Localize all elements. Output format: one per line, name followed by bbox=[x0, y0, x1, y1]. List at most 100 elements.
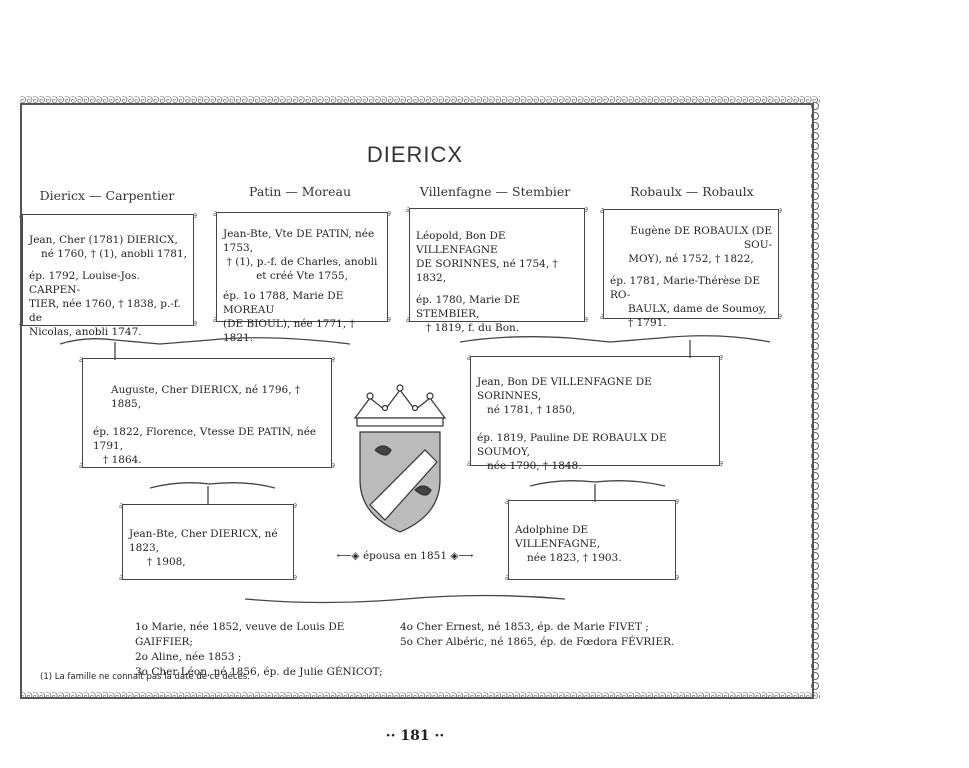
swirl-corner-icon bbox=[811, 302, 819, 310]
ancestor-box-patin: Jean-Bte, Vte DE PATIN, née 1753, † (1),… bbox=[213, 209, 391, 344]
swirl-corner-icon bbox=[811, 522, 819, 530]
heading-diericx-carpentier: Diericx — Carpentier bbox=[39, 188, 175, 203]
child-line: 5o Cher Albéric, né 1865, ép. de Fœdora … bbox=[400, 636, 675, 648]
ancestor-line: Jean-Bte, Vte DE PATIN, née 1753, bbox=[223, 228, 375, 254]
swirl-corner-icon: ∂ bbox=[79, 355, 84, 364]
marriage-text: épousa en 1851 bbox=[362, 550, 448, 562]
swirl-corner-icon bbox=[811, 102, 819, 110]
swirl-corner-icon: ∂ bbox=[330, 355, 335, 364]
swirl-corner-icon bbox=[811, 652, 819, 660]
swirl-corner-icon bbox=[811, 262, 819, 270]
swirl-corner-icon bbox=[811, 322, 819, 330]
ancestor-line: Nicolas, anobli 1747. bbox=[29, 326, 142, 338]
footnote: (1) La famille ne connaît pas la date de… bbox=[40, 672, 250, 682]
right-ornamental-border: /* placeholder, drawn by script below */ bbox=[811, 102, 819, 690]
swirl-corner-icon bbox=[811, 622, 819, 630]
children-right: 4o Cher Ernest, né 1853, ép. de Marie FI… bbox=[400, 620, 680, 650]
connector-left bbox=[60, 337, 351, 360]
swirl-corner-icon: ∂ bbox=[406, 205, 411, 214]
ancestor-line: et créé Vte 1755, bbox=[256, 270, 348, 282]
arrow-right-icon: ◈⟶ bbox=[450, 550, 474, 562]
child-line: 3o Cher Léon, né 1856, ép. de Julie GÉNI… bbox=[135, 666, 383, 678]
swirl-corner-icon bbox=[811, 362, 819, 370]
spouse-line: † 1908, bbox=[147, 556, 186, 568]
swirl-corner-icon: ∂ bbox=[777, 206, 782, 215]
swirl-corner-icon bbox=[811, 612, 819, 620]
swirl-corner-icon bbox=[811, 672, 819, 680]
connector-right bbox=[460, 335, 771, 358]
swirl-corner-icon bbox=[811, 142, 819, 150]
swirl-corner-icon bbox=[811, 352, 819, 360]
swirl-corner-icon: ∂ bbox=[292, 573, 297, 582]
parent-line: ép. 1819, Pauline DE ROBAULX DE SOUMOY, bbox=[477, 432, 667, 458]
connector-gen3-left bbox=[150, 482, 276, 504]
ancestor-line: ép. 1781, Marie-Thérèse DE RO- bbox=[610, 275, 761, 301]
heading-patin-moreau: Patin — Moreau bbox=[248, 184, 352, 199]
swirl-corner-icon bbox=[811, 202, 819, 210]
ancestor-line: Eugène DE ROBAULX (DE SOU- bbox=[630, 225, 772, 251]
swirl-corner-icon: ∂ bbox=[583, 205, 588, 214]
page-title: DIERICX bbox=[366, 142, 464, 167]
ancestor-line: né 1760, † (1), anobli 1781, bbox=[40, 248, 187, 260]
swirl-corner-icon bbox=[811, 122, 819, 130]
swirl-corner-icon bbox=[811, 462, 819, 470]
ancestor-line: † 1791. bbox=[628, 317, 667, 329]
swirl-corner-icon bbox=[811, 212, 819, 220]
spouse-line: Adolphine DE VILLENFAGNE, bbox=[515, 524, 601, 550]
parent-line: Jean, Bon DE VILLENFAGNE DE SORINNES, bbox=[477, 376, 652, 402]
parent-line: Auguste, Cher DIERICX, né 1796, † 1885, bbox=[111, 384, 301, 410]
child-line: 4o Cher Ernest, né 1853, ép. de Marie FI… bbox=[400, 621, 649, 633]
swirl-corner-icon: ∂ bbox=[192, 211, 197, 220]
swirl-corner-icon: ∂ bbox=[119, 573, 124, 582]
page-number-ornament-left: ·· bbox=[385, 728, 396, 744]
ancestor-box-villenfagne: Léopold, Bon DE VILLENFAGNE DE SORINNES,… bbox=[406, 205, 588, 334]
swirl-corner-icon bbox=[811, 312, 819, 320]
swirl-corner-icon bbox=[811, 162, 819, 170]
swirl-corner-icon bbox=[811, 232, 819, 240]
marriage-note: ⟵◈ épousa en 1851 ◈⟶ bbox=[330, 550, 480, 562]
swirl-corner-icon: ∂ bbox=[505, 573, 510, 582]
ancestor-line: MOY), né 1752, † 1822, bbox=[628, 253, 754, 265]
swirl-corner-icon bbox=[811, 412, 819, 420]
top-ornamental-border: ᘐᘐᘐᘐᘐᘐᘐᘐᘐᘐᘐᘐᘐᘐᘐᘐᘐᘐᘐᘐᘐᘐᘐᘐᘐᘐᘐᘐᘐᘐᘐᘐᘐᘐᘐᘐᘐᘐᘐᘐ… bbox=[20, 96, 820, 106]
parent-box-diericx: Auguste, Cher DIERICX, né 1796, † 1885, … bbox=[79, 355, 335, 470]
swirl-corner-icon: ∂ bbox=[467, 459, 472, 468]
swirl-corner-icon bbox=[811, 532, 819, 540]
swirl-corner-icon: ∂ bbox=[583, 315, 588, 324]
swirl-corner-icon bbox=[811, 512, 819, 520]
spouse-box-diericx: Jean-Bte, Cher DIERICX, né 1823, † 1908,… bbox=[119, 501, 297, 582]
swirl-corner-icon bbox=[811, 242, 819, 250]
page-number-value: 181 bbox=[400, 728, 430, 744]
swirl-corner-icon bbox=[811, 342, 819, 350]
ancestor-line: ép. 1o 1788, Marie DE MOREAU bbox=[223, 290, 344, 316]
swirl-corner-icon: ∂ bbox=[330, 461, 335, 470]
parent-line: ép. 1822, Florence, Vtesse DE PATIN, née… bbox=[93, 426, 317, 452]
heading-robaulx-robaulx: Robaulx — Robaulx bbox=[630, 184, 754, 199]
parent-box-villenfagne: Jean, Bon DE VILLENFAGNE DE SORINNES, né… bbox=[467, 353, 723, 472]
swirl-corner-icon: ∂ bbox=[777, 312, 782, 321]
swirl-corner-icon: ∂ bbox=[213, 315, 218, 324]
swirl-corner-icon bbox=[811, 432, 819, 440]
swirl-corner-icon: ∂ bbox=[386, 315, 391, 324]
page-number: ·· 181 ·· bbox=[0, 728, 830, 744]
ancestor-line: ép. 1780, Marie DE STEMBIER, bbox=[416, 294, 521, 320]
page-number-ornament-right: ·· bbox=[434, 728, 445, 744]
swirl-corner-icon bbox=[811, 502, 819, 510]
swirl-corner-icon bbox=[811, 642, 819, 650]
swirl-corner-icon bbox=[811, 272, 819, 280]
arrow-left-icon: ⟵◈ bbox=[336, 550, 360, 562]
ancestor-box-robaulx: Eugène DE ROBAULX (DE SOU- MOY), né 1752… bbox=[600, 206, 782, 329]
swirl-corner-icon bbox=[811, 602, 819, 610]
swirl-corner-icon bbox=[811, 282, 819, 290]
ancestor-line: DE SORINNES, né 1754, † 1832, bbox=[416, 258, 558, 284]
swirl-corner-icon bbox=[811, 422, 819, 430]
ancestor-line: ép. 1792, Louise-Jos. CARPEN- bbox=[29, 270, 140, 296]
swirl-corner-icon bbox=[811, 492, 819, 500]
swirl-corner-icon bbox=[811, 222, 819, 230]
swirl-corner-icon bbox=[811, 662, 819, 670]
divider-swash bbox=[245, 594, 565, 604]
swirl-corner-icon: ∂ bbox=[600, 206, 605, 215]
swirl-corner-icon: ∂ bbox=[19, 211, 24, 220]
swirl-corner-icon bbox=[811, 562, 819, 570]
ancestor-line: BAULX, dame de Soumoy, bbox=[628, 303, 767, 315]
